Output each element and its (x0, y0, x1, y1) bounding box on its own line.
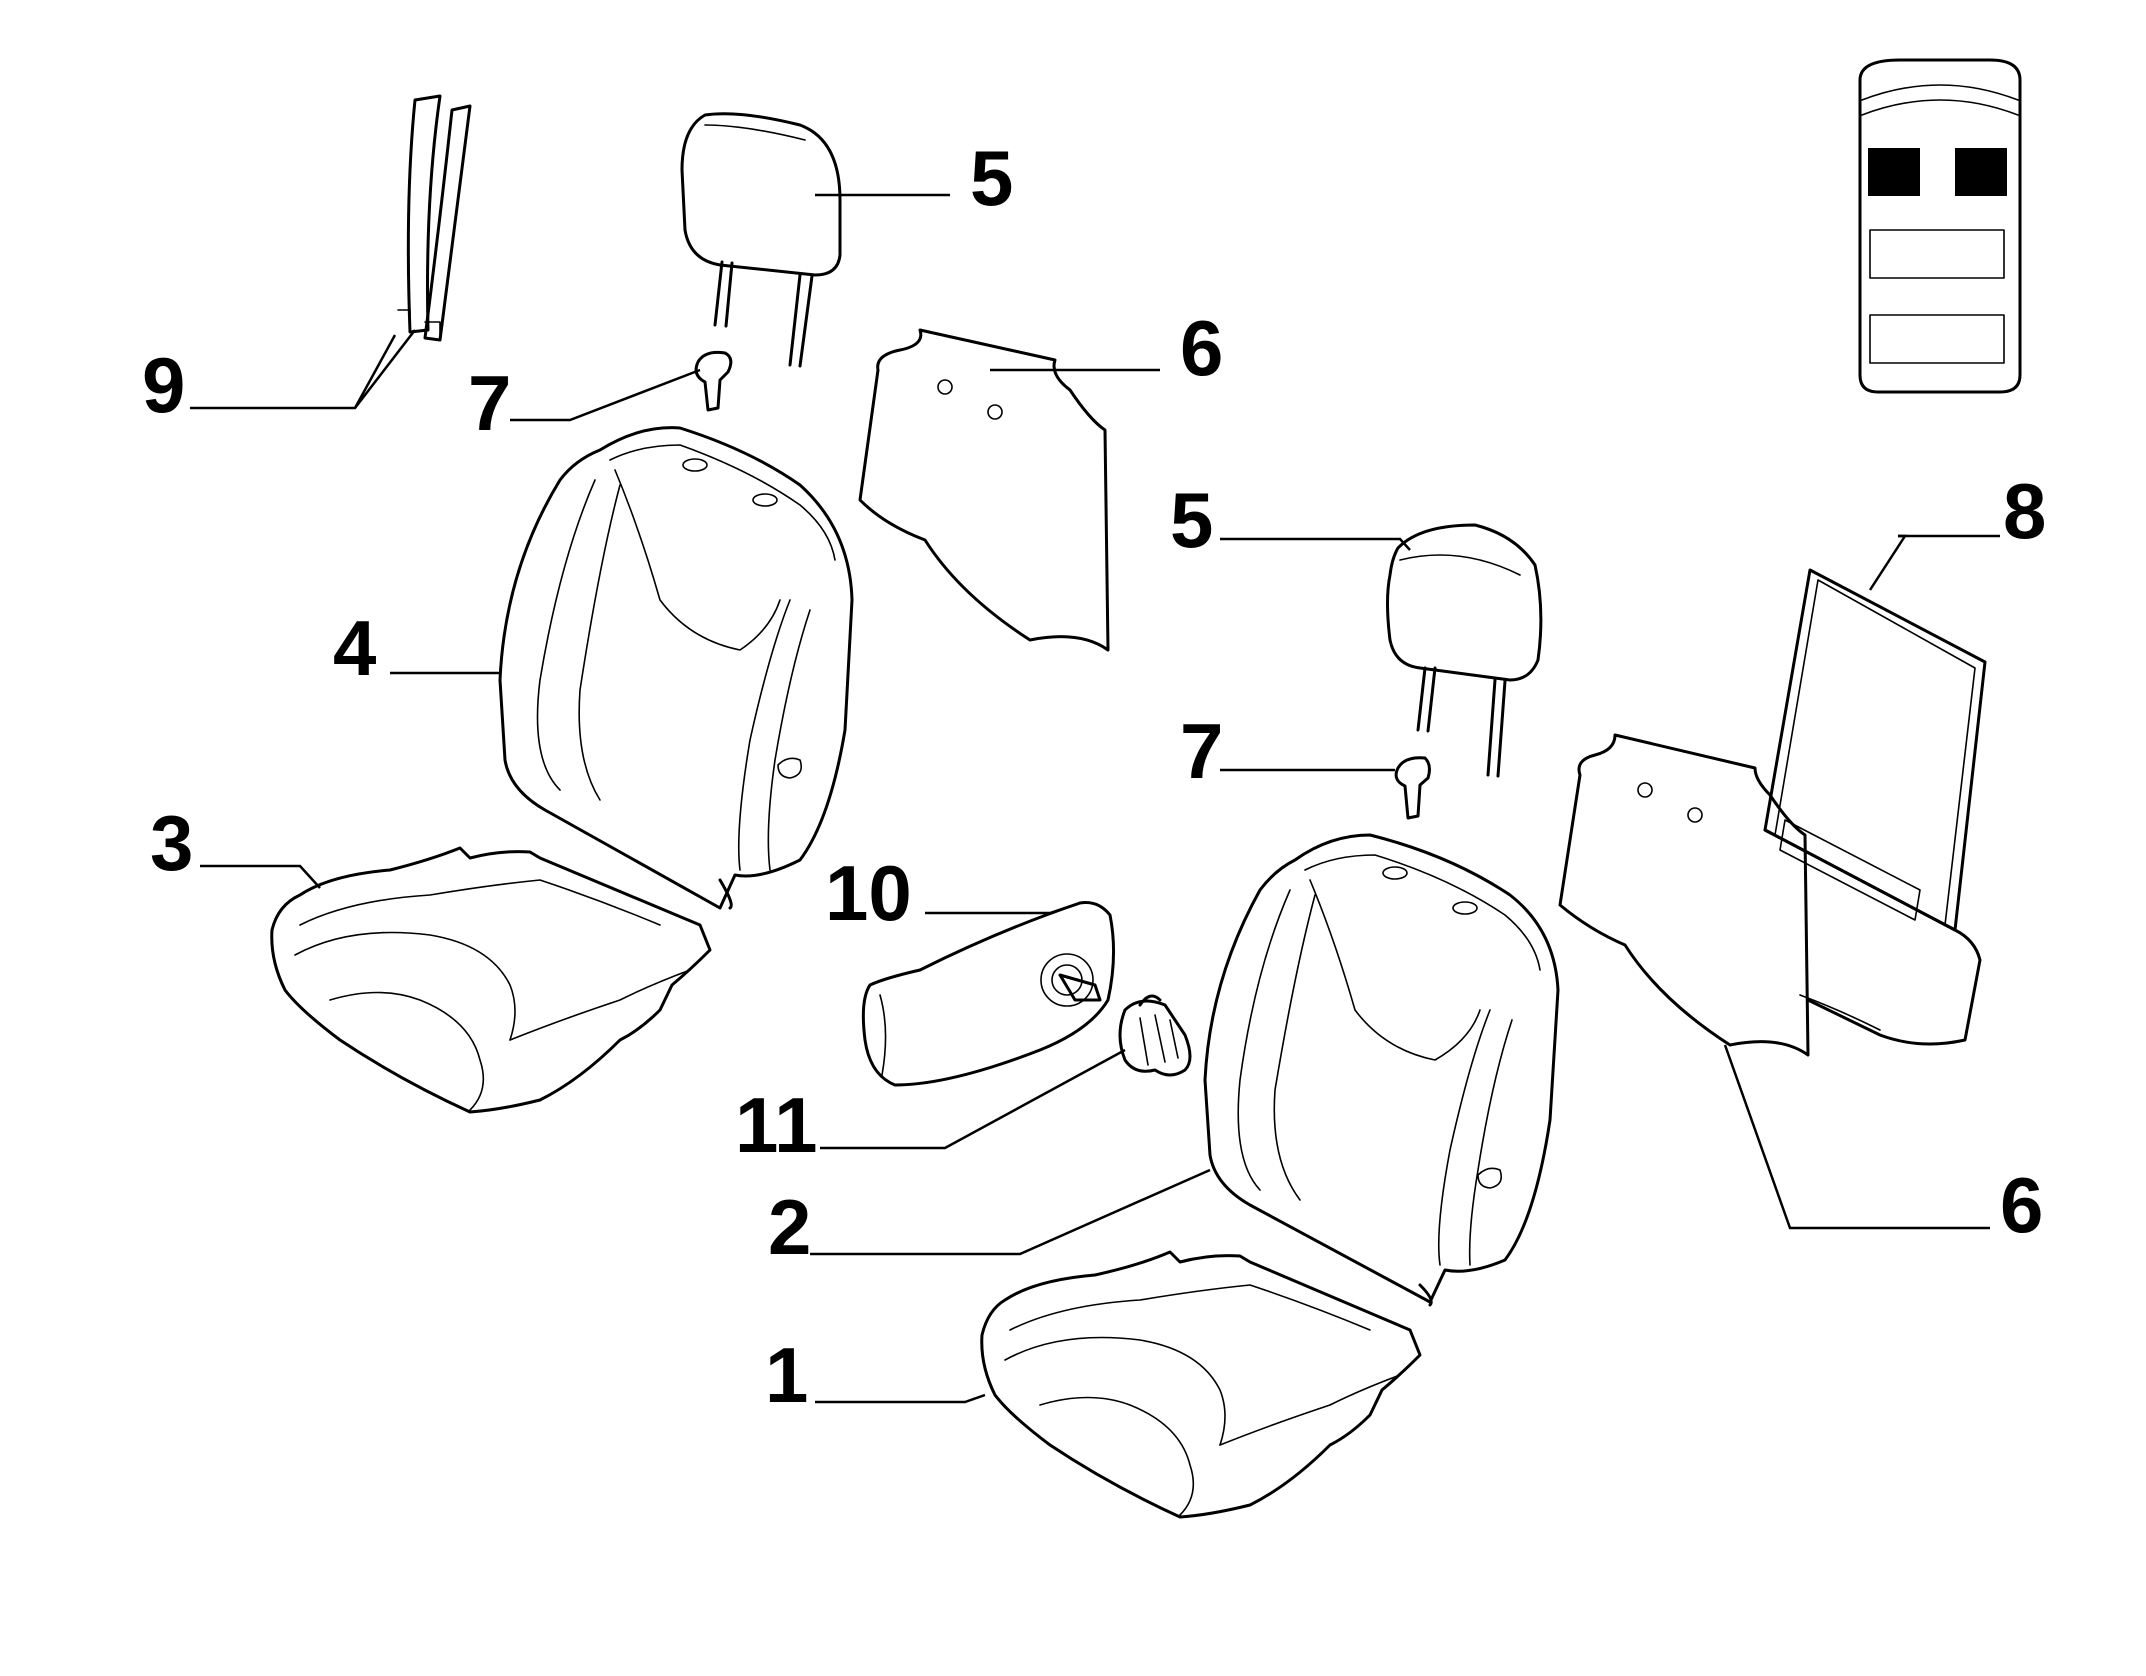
callout-7-right: 7 (1180, 707, 1223, 795)
armrest-part-10 (861, 901, 1116, 1087)
front-seat-left-marker (1868, 148, 1920, 196)
leader-lines (190, 193, 2000, 1404)
seat-cushion-right (980, 1250, 1422, 1519)
headrest-right (1386, 523, 1543, 778)
callout-11: 11 (735, 1081, 817, 1169)
vehicle-top-view-icon (1858, 58, 2022, 394)
headrest-left (680, 112, 842, 368)
callout-8: 8 (2003, 467, 2046, 555)
callout-10: 10 (825, 849, 912, 937)
callout-labels: 1 2 3 4 5 5 6 6 7 7 8 9 10 11 (142, 134, 2046, 1419)
callout-6-bottom: 6 (2000, 1161, 2043, 1249)
callout-6-top: 6 (1180, 304, 1223, 392)
callout-5-left: 5 (970, 134, 1013, 222)
callout-5-right: 5 (1170, 476, 1213, 564)
seatback-board-part-8 (1763, 568, 1987, 1046)
headrest-guide-left (694, 350, 733, 412)
callout-7-left: 7 (468, 359, 511, 447)
seat-back-right (1203, 833, 1560, 1307)
back-panel-right (1558, 733, 1810, 1057)
front-seat-right-marker (1955, 148, 2007, 196)
trim-strip-part-9 (397, 94, 472, 342)
callout-2: 2 (768, 1183, 811, 1271)
callout-9: 9 (142, 341, 185, 429)
seat-cushion-left (270, 846, 712, 1114)
headrest-guide-right (1394, 756, 1431, 820)
callout-1: 1 (765, 1331, 808, 1419)
seat-back-left (498, 426, 854, 910)
adjuster-knob-part-11 (1118, 994, 1192, 1077)
callout-3: 3 (150, 799, 193, 887)
callout-4: 4 (333, 604, 376, 692)
back-panel-left (858, 328, 1110, 652)
